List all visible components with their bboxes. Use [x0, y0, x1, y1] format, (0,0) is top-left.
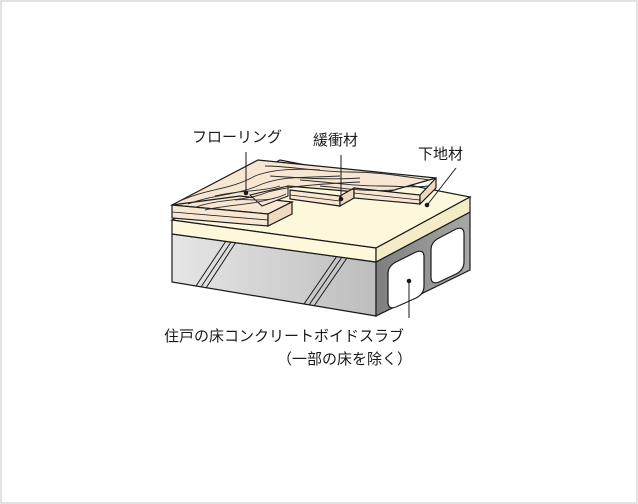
void-hole-1 [387, 250, 425, 309]
label-slab-note: （一部の床を除く） [277, 350, 413, 368]
leader-lines [243, 152, 457, 318]
concrete-slab [171, 211, 471, 317]
subfloor-leader [427, 167, 457, 205]
label-slab: 住戸の床コンクリートボイドスラブ [164, 327, 405, 345]
label-cushion: 緩衝材 [313, 131, 359, 149]
wood-grain [181, 165, 431, 211]
flooring-layer [169, 159, 437, 227]
label-flooring: フローリング [192, 128, 283, 146]
label-subfloor: 下地材 [418, 145, 464, 163]
void-hole-2 [430, 227, 465, 284]
